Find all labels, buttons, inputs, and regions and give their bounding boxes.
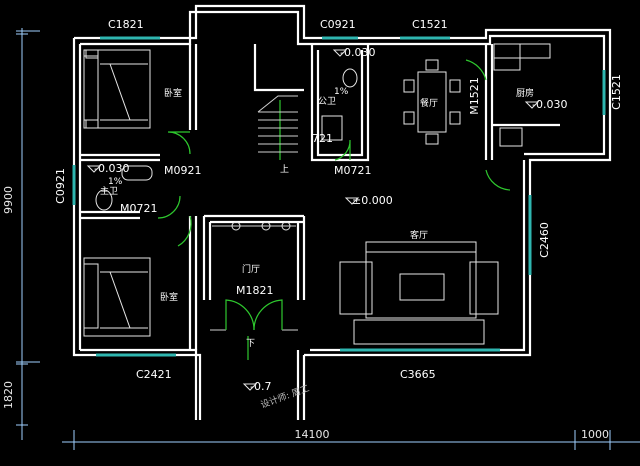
- room-bedroom-bottom: 卧室: [160, 291, 178, 303]
- elev-bath: -0.030: [94, 162, 129, 175]
- height-main-dim: 9900: [2, 186, 15, 214]
- tv-cabinet: [365, 241, 477, 253]
- room-bedroom-top: 卧室: [164, 87, 182, 99]
- bed-top: [83, 49, 151, 129]
- elev-wc: -0.030: [340, 46, 375, 59]
- label-c2421: C2421: [136, 368, 172, 381]
- interior-walls: [80, 44, 560, 350]
- door-m0921: [167, 131, 191, 155]
- label-c0921-left: C0921: [54, 168, 67, 204]
- door-m1821-right: [253, 299, 283, 331]
- height-porch-dim: 1820: [2, 381, 15, 409]
- toilet-bath: [95, 189, 113, 211]
- door-m0721-wc: [334, 139, 351, 161]
- sofa-bottom: [353, 319, 485, 345]
- room-main-bath: 主卫: [100, 185, 118, 197]
- slope-wc: 1%: [334, 87, 349, 97]
- elev-kitchen: -0.030: [532, 98, 567, 111]
- elev-living: ±0.000: [352, 194, 393, 207]
- furniture: [83, 43, 551, 345]
- room-foyer: 门厅: [242, 263, 260, 275]
- elev-entry: -0.7: [250, 380, 271, 393]
- door-bottom-bedroom: [177, 215, 192, 247]
- label-m1521: M1521: [468, 77, 481, 115]
- down-mark: 下: [246, 339, 255, 349]
- label-c3665: C3665: [400, 368, 436, 381]
- sofa-left: [339, 261, 373, 315]
- door-m0721-bath: [157, 195, 181, 219]
- width-extra-dim: 1000: [581, 428, 609, 441]
- bed-bottom: [83, 257, 151, 337]
- room-public-wc: 公卫: [318, 96, 336, 107]
- room-dining: 餐厅: [420, 97, 438, 109]
- sofa-right: [469, 261, 499, 315]
- label-c1521-top: C1521: [412, 18, 448, 31]
- label-c1821: C1821: [108, 18, 144, 31]
- staircase: [257, 95, 298, 153]
- label-m0721-bath: M0721: [120, 202, 158, 215]
- door-m1821-left: [225, 299, 255, 331]
- left-dimension: [16, 28, 40, 440]
- toilet-wc: [342, 68, 358, 88]
- kitchen-counter: [493, 43, 521, 71]
- label-m0721-wc: M0721: [334, 164, 372, 177]
- room-kitchen: 厨房: [516, 87, 534, 99]
- door-kitchen: [485, 169, 511, 191]
- label-m1821: M1821: [236, 284, 274, 297]
- elevation-markers: [86, 49, 540, 391]
- up-mark: 上: [280, 164, 289, 175]
- door-m1521: [465, 59, 487, 81]
- label-c2460: C2460: [538, 222, 551, 258]
- slope-bath: 1%: [108, 177, 123, 187]
- room-living: 客厅: [410, 229, 428, 241]
- bottom-dimension: [62, 430, 640, 450]
- coffee-table: [399, 273, 445, 301]
- dining-table: [417, 71, 447, 133]
- windows: [72, 36, 606, 357]
- label-m0721-partial: 721: [312, 132, 333, 145]
- label-m0921: M0921: [164, 164, 202, 177]
- label-c1521-side: C1521: [610, 74, 623, 110]
- width-main-dim: 14100: [295, 428, 330, 441]
- label-c0921-top: C0921: [320, 18, 356, 31]
- doors: [157, 59, 511, 360]
